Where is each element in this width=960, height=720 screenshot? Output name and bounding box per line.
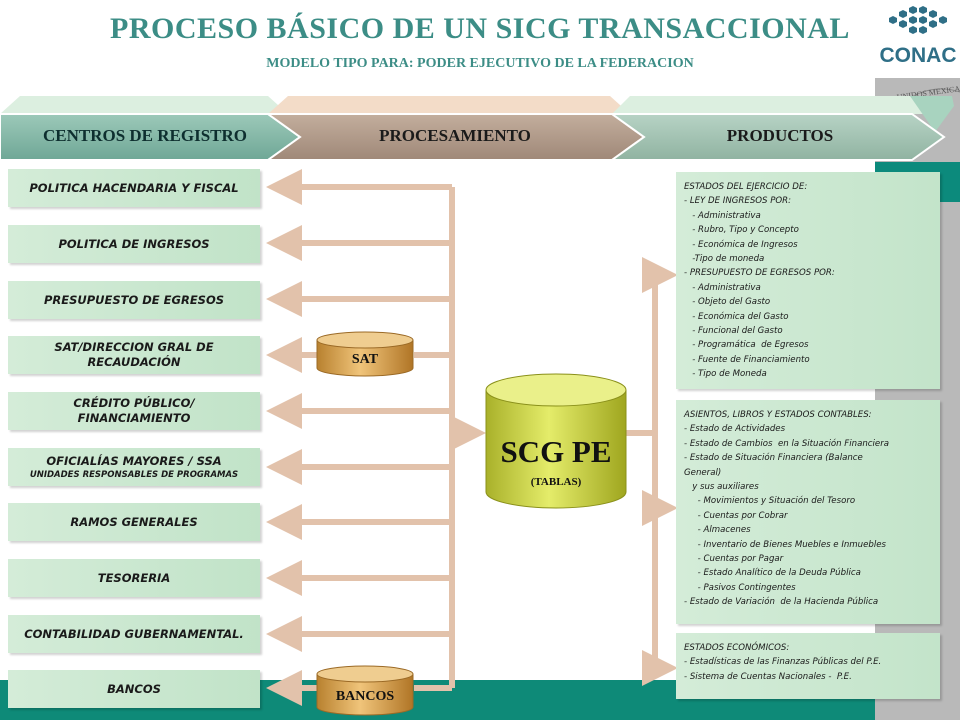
input-sublabel: UNIDADES RESPONSABLES DE PROGRAMAS bbox=[29, 469, 239, 480]
input-credito-publico: CRÉDITO PÚBLICO/ FINANCIAMIENTO bbox=[8, 392, 260, 430]
conac-logo bbox=[875, 0, 960, 78]
input-label: PRESUPUESTO DE EGRESOS bbox=[43, 292, 225, 307]
panel-line: - PRESUPUESTO DE EGRESOS POR: bbox=[684, 268, 835, 279]
panel-line: - Tipo de Moneda bbox=[684, 369, 767, 380]
sat-cylinder-label: SAT bbox=[351, 352, 379, 367]
panel-line: -Tipo de moneda bbox=[684, 254, 765, 265]
scg-pe-title: SCG PE bbox=[500, 434, 612, 469]
input-tesoreria: TESORERIA bbox=[8, 559, 260, 597]
input-label-2: RECAUDACIÓN bbox=[87, 355, 181, 369]
panel-line: ESTADOS DEL EJERCICIO DE: bbox=[684, 182, 808, 192]
sat-cylinder-icon bbox=[316, 331, 414, 377]
output-estados-contables: ASIENTOS, LIBROS Y ESTADOS CONTABLES: - … bbox=[676, 400, 940, 624]
input-label: SAT/DIRECCION GRAL DE bbox=[54, 340, 214, 354]
output-estados-economicos: ESTADOS ECONÓMICOS: - Estadísticas de la… bbox=[676, 633, 940, 699]
input-contabilidad: CONTABILIDAD GUBERNAMENTAL. bbox=[8, 615, 260, 653]
panel-line: - Económica del Gasto bbox=[684, 311, 789, 322]
panel-line: - Cuentas por Cobrar bbox=[684, 510, 788, 521]
page-subtitle: MODELO TIPO PARA: PODER EJECUTIVO DE LA … bbox=[266, 56, 694, 71]
stage-label-registro: CENTROS DE REGISTRO bbox=[42, 126, 248, 145]
input-sat-recaudacion: SAT/DIRECCION GRAL DE RECAUDACIÓN bbox=[8, 336, 260, 374]
input-politica-hacendaria: POLITICA HACENDARIA Y FISCAL bbox=[8, 169, 260, 207]
panel-line: - Estado de Actividades bbox=[684, 424, 786, 435]
page-title: PROCESO BÁSICO DE UN SICG TRANSACCIONAL bbox=[110, 12, 850, 45]
input-label: BANCOS bbox=[107, 681, 161, 696]
panel-line: - Objeto del Gasto bbox=[684, 297, 771, 308]
bancos-cylinder-icon bbox=[316, 665, 414, 716]
panel-line: - Estadísticas de las Finanzas Públicas … bbox=[684, 657, 882, 668]
panel-line: - Inventario de Bienes Muebles e Inmuebl… bbox=[684, 539, 887, 550]
panel-line: - Fuente de Financiamiento bbox=[684, 354, 810, 365]
panel-line: - Estado de Variación de la Hacienda Púb… bbox=[684, 597, 879, 608]
input-bancos: BANCOS bbox=[8, 670, 260, 708]
scg-pe-cylinder-icon bbox=[485, 373, 627, 509]
input-label: CRÉDITO PÚBLICO/ bbox=[73, 396, 195, 410]
input-label: TESORERIA bbox=[97, 570, 171, 585]
panel-line: - Movimientos y Situación del Tesoro bbox=[684, 496, 856, 507]
input-oficialias-mayores: OFICIALÍAS MAYORES / SSA UNIDADES RESPON… bbox=[8, 448, 260, 486]
panel-line: ESTADOS ECONÓMICOS: bbox=[684, 643, 790, 653]
stage-productos-shape bbox=[608, 113, 946, 161]
panel-line: - Estado Analítico de la Deuda Pública bbox=[684, 568, 861, 579]
output-estados-ejercicio: ESTADOS DEL EJERCICIO DE: - LEY DE INGRE… bbox=[676, 172, 940, 389]
panel-line: ASIENTOS, LIBROS Y ESTADOS CONTABLES: bbox=[684, 410, 872, 420]
panel-line: - Cuentas por Pagar bbox=[684, 554, 784, 565]
stage-label-procesamiento: PROCESAMIENTO bbox=[379, 126, 531, 145]
conac-logo-icon bbox=[889, 6, 947, 34]
panel-line: y sus auxiliares bbox=[684, 482, 759, 493]
input-label-2: FINANCIAMIENTO bbox=[77, 411, 191, 425]
panel-line: - Funcional del Gasto bbox=[684, 326, 783, 337]
panel-line: - LEY DE INGRESOS POR: bbox=[684, 196, 792, 207]
panel-line: - Sistema de Cuentas Nacionales - P.E. bbox=[684, 671, 852, 682]
input-label: POLITICA HACENDARIA Y FISCAL bbox=[29, 180, 239, 195]
panel-line: - Rubro, Tipo y Concepto bbox=[684, 225, 799, 236]
panel-line: - Administrativa bbox=[684, 282, 761, 293]
panel-line: - Programática de Egresos bbox=[684, 340, 809, 351]
bancos-cylinder-label: BANCOS bbox=[335, 689, 395, 704]
panel-line: - Pasivos Contingentes bbox=[684, 582, 796, 593]
panel-line: - Estado de Situación Financiera (Balanc… bbox=[684, 453, 863, 464]
input-label: OFICIALÍAS MAYORES / SSA bbox=[46, 453, 222, 468]
scg-pe-subtitle: (TABLAS) bbox=[530, 476, 582, 488]
input-label: POLITICA DE INGRESOS bbox=[58, 236, 210, 251]
input-presupuesto-egresos: PRESUPUESTO DE EGRESOS bbox=[8, 281, 260, 319]
stage-bar bbox=[0, 96, 954, 161]
panel-line: - Almacenes bbox=[684, 525, 751, 536]
panel-line: General) bbox=[684, 467, 722, 478]
panel-line: - Administrativa bbox=[684, 210, 761, 221]
conac-logo-text: CONAC bbox=[879, 44, 957, 67]
panel-line: - Económica de Ingresos bbox=[684, 239, 798, 250]
input-label: RAMOS GENERALES bbox=[70, 514, 198, 529]
input-ramos-generales: RAMOS GENERALES bbox=[8, 503, 260, 541]
panel-line: - Estado de Cambios en la Situación Fina… bbox=[684, 438, 889, 449]
stage-label-productos: PRODUCTOS bbox=[726, 126, 834, 145]
input-label: CONTABILIDAD GUBERNAMENTAL. bbox=[24, 626, 244, 641]
input-politica-ingresos: POLITICA DE INGRESOS bbox=[8, 225, 260, 263]
